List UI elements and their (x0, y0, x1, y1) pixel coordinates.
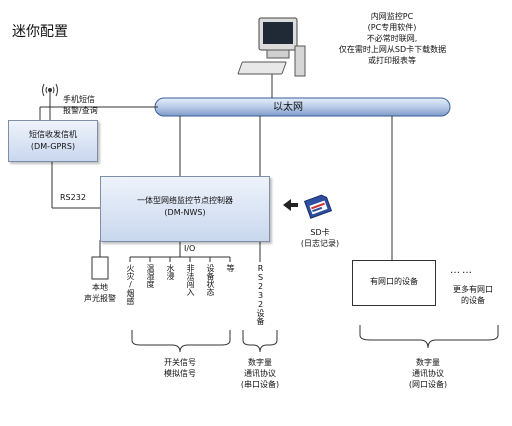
local-alarm-line-1: 本地 (92, 283, 108, 292)
network-group-line-3: (网口设备) (408, 380, 448, 389)
pc-note-line-5: 或打印报表等 (368, 56, 416, 65)
serial-group-line-2: 通讯协议 (244, 369, 276, 378)
controller-box-model: (DM-NWS) (164, 208, 206, 217)
controller-box-title: 一体型网络监控节点控制器 (137, 196, 233, 205)
brace-signals (131, 330, 231, 353)
io-input-water: 水浸 (166, 264, 175, 280)
rs232-label: RS232 (60, 193, 86, 202)
io-input-temp-humidity: 温湿度 (146, 264, 155, 288)
gsm-box-title: 短信收发信机 (29, 130, 77, 139)
pc-note-line-2: (PC专用软件) (367, 23, 417, 32)
sd-card-icon (303, 194, 333, 219)
page-title: 迷你配置 (12, 24, 68, 40)
brace-serial (242, 330, 278, 353)
pc-note-line-4: 仅在需时上网从SD卡下载数据 (338, 45, 447, 54)
antenna-icon (42, 83, 58, 97)
net-device-label: 有网口的设备 (370, 277, 418, 286)
signal-group-line-2: 模拟信号 (164, 369, 196, 378)
controller-box: 一体型网络监控节点控制器 (DM-NWS) (100, 176, 270, 242)
more-net-devices-line-2: 的设备 (461, 296, 485, 305)
gsm-transceiver-box: 短信收发信机 (DM-GPRS) (8, 120, 98, 162)
pc-icon (237, 17, 306, 77)
local-alarm-line-2: 声光报警 (84, 294, 116, 303)
sms-label-line-2: 报警/查询 (63, 106, 98, 115)
net-device-box: 有网口的设备 (352, 260, 436, 306)
gsm-box-model: (DM-GPRS) (30, 142, 76, 151)
pc-note-line-3: 不必常时联网, (366, 34, 418, 43)
sd-label-line-2: (日志记录) (300, 239, 340, 248)
io-input-fire: 火灾/烟感 (126, 264, 135, 305)
network-group-line-2: 通讯协议 (412, 369, 444, 378)
pc-note-line-1: 内网监控PC (370, 12, 414, 21)
sd-arrow (283, 199, 298, 211)
rs232-device-label: RS232设备 (256, 264, 265, 325)
alarm-box-outline (91, 256, 109, 280)
serial-group-line-3: (串口设备) (240, 380, 280, 389)
brace-network (359, 325, 499, 349)
io-input-etc: 等 (226, 264, 235, 272)
serial-group-line-1: 数字量 (248, 358, 272, 367)
more-devices-dots: …… (450, 265, 474, 276)
sms-label-line-1: 手机短信 (63, 95, 95, 104)
signal-group-line-1: 开关信号 (164, 358, 196, 367)
network-group-line-1: 数字量 (416, 358, 440, 367)
io-input-intrusion: 非法闯入 (186, 264, 195, 296)
io-input-device-status: 设备状态 (206, 264, 215, 296)
ethernet-label: 以太网 (273, 102, 303, 113)
sd-label-line-1: SD卡 (310, 228, 330, 237)
more-net-devices-line-1: 更多有网口 (453, 285, 493, 294)
io-label: I/O (184, 244, 196, 253)
